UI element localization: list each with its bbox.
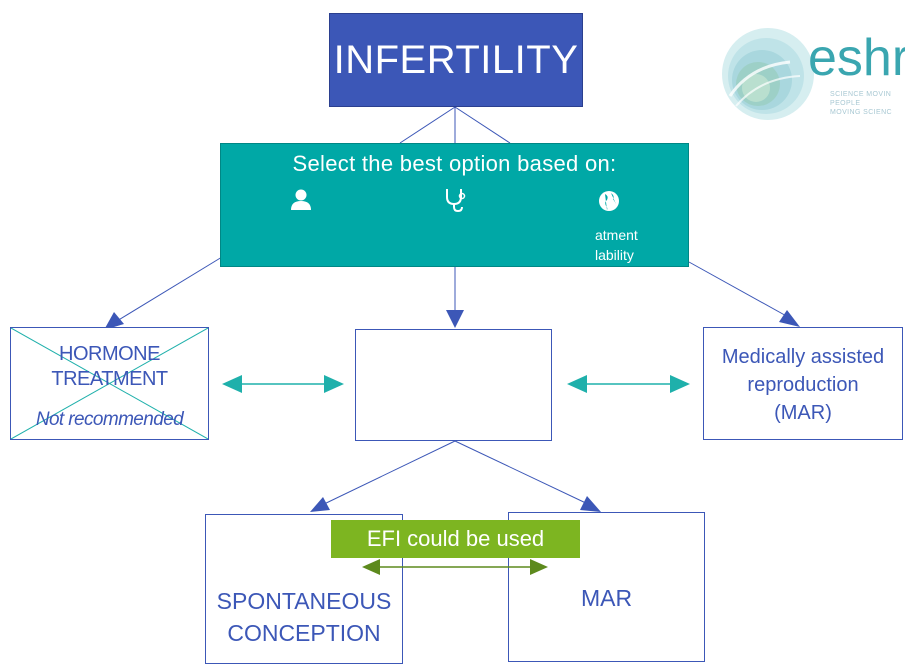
eshre-logo: eshre SCIENCE MOVIN PEOPLE MOVING SCIENC: [712, 18, 905, 128]
spontaneous-conception-box: SPONTANEOUS CONCEPTION: [205, 514, 403, 664]
globe-icon: [599, 191, 619, 211]
logo-brand: eshre: [808, 29, 905, 87]
arrow-to-mar: [688, 261, 791, 319]
logo-swirl-icon: [722, 28, 814, 120]
arrowhead: [580, 496, 601, 512]
spontaneous-label: SPONTANEOUS CONCEPTION: [216, 588, 392, 646]
connector-line: [454, 106, 511, 144]
efi-banner: EFI could be used: [331, 520, 580, 558]
logo-tagline: SCIENCE MOVIN PEOPLE MOVING SCIENC: [830, 91, 892, 116]
arrowhead: [104, 312, 124, 330]
hormone-label: HORMONE TREATMENT: [51, 343, 168, 390]
hormone-treatment-box: HORMONE TREATMENT Not recommended: [10, 327, 209, 440]
connector-line: [399, 106, 456, 144]
arrowhead: [779, 310, 800, 327]
not-recommended-note: Not recommended: [35, 409, 184, 430]
person-icon: [291, 189, 311, 210]
infertility-box: INFERTILITY: [329, 13, 583, 107]
arrow-to-mar-outcome: [454, 440, 591, 506]
arrowhead: [310, 497, 330, 512]
selection-criteria-box: Select the best option based on: atment …: [220, 143, 689, 267]
arrow-to-hormone: [111, 256, 223, 325]
mar-option-box: Medically assisted reproduction (MAR): [703, 327, 903, 440]
arrowhead: [567, 375, 587, 393]
arrowhead: [222, 375, 242, 393]
cross-out-icon: [11, 328, 208, 439]
arrowhead: [446, 310, 464, 328]
selection-title: Select the best option based on:: [292, 151, 617, 176]
mar-outcome-label: MAR: [580, 585, 633, 611]
stethoscope-icon: [446, 189, 466, 213]
center-option-box: [355, 329, 552, 441]
mar-label: Medically assisted reproduction (MAR): [721, 346, 885, 424]
treatment-availability-text: atment lability: [595, 227, 638, 263]
arrowhead: [324, 375, 344, 393]
green-double-arrow: [362, 559, 548, 575]
arrow-to-spontaneous: [319, 440, 456, 507]
arrowhead: [670, 375, 690, 393]
